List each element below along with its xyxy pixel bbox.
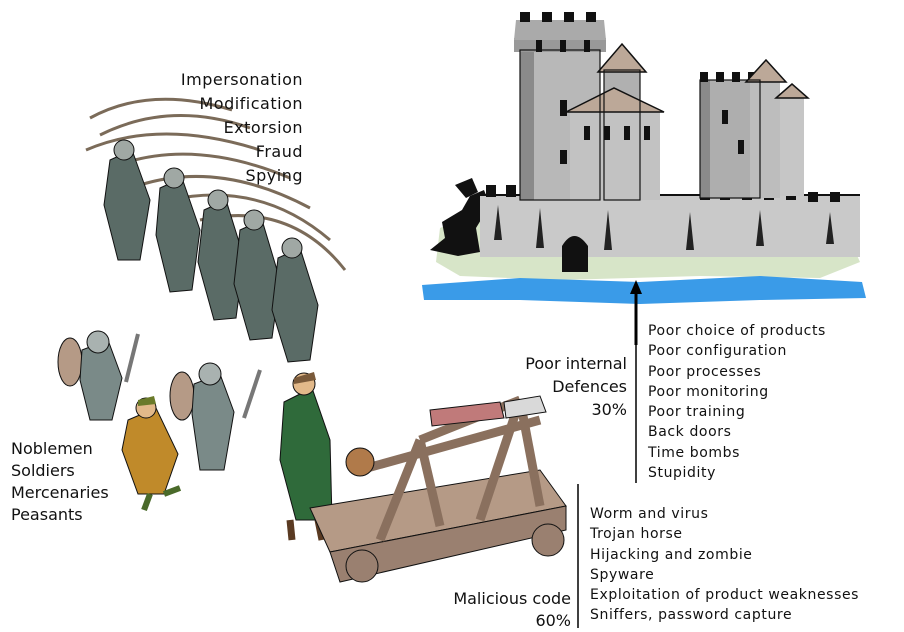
soldiers-image: [57, 330, 262, 512]
attackers-list: Noblemen Soldiers Mercenaries Peasants: [11, 438, 109, 526]
malicious-code-percent: 60%: [535, 611, 571, 630]
castle-image: [422, 12, 866, 304]
defence-item: Back doors: [648, 424, 732, 441]
malicious-code-label-text: Malicious code: [453, 589, 571, 608]
threats-list: Impersonation Modification Extorsion Fra…: [160, 68, 303, 188]
internal-defences-label-line1: Poor internal: [525, 354, 627, 373]
code-item: Sniffers, password capture: [590, 607, 793, 624]
defence-item: Poor processes: [648, 363, 762, 380]
attacker-item: Soldiers: [11, 461, 75, 480]
archers-image: [85, 97, 347, 363]
catapult-image: [309, 395, 567, 583]
malicious-code-label: Malicious code 60%: [440, 588, 571, 632]
internal-defences-list: Poor choice of products Poor configurati…: [648, 321, 826, 483]
internal-defences-label: Poor internal Defences 30%: [505, 352, 627, 421]
code-item: Trojan horse: [590, 526, 683, 543]
code-item: Hijacking and zombie: [590, 546, 753, 563]
attacker-item: Peasants: [11, 505, 83, 524]
code-item: Spyware: [590, 566, 655, 583]
defence-item: Time bombs: [648, 444, 740, 461]
defence-item: Poor choice of products: [648, 323, 826, 339]
internal-defences-label-line2: Defences: [552, 377, 627, 396]
internal-defences-percent: 30%: [591, 400, 627, 419]
breach-arrow: [630, 280, 642, 345]
threat-item: Modification: [199, 94, 303, 113]
defence-item: Stupidity: [648, 465, 716, 482]
defence-item: Poor monitoring: [648, 383, 769, 400]
malicious-code-list: Worm and virus Trojan horse Hijacking an…: [590, 504, 859, 626]
threat-item: Extorsion: [223, 118, 303, 137]
threat-item: Spying: [245, 166, 303, 185]
threat-item: Fraud: [255, 142, 303, 161]
attacker-item: Mercenaries: [11, 483, 109, 502]
code-item: Exploitation of product weaknesses: [590, 587, 860, 604]
attacker-item: Noblemen: [11, 439, 93, 458]
code-item: Worm and virus: [590, 506, 709, 522]
defence-item: Poor training: [648, 404, 746, 421]
threat-item: Impersonation: [180, 70, 303, 89]
defence-item: Poor configuration: [648, 343, 787, 360]
